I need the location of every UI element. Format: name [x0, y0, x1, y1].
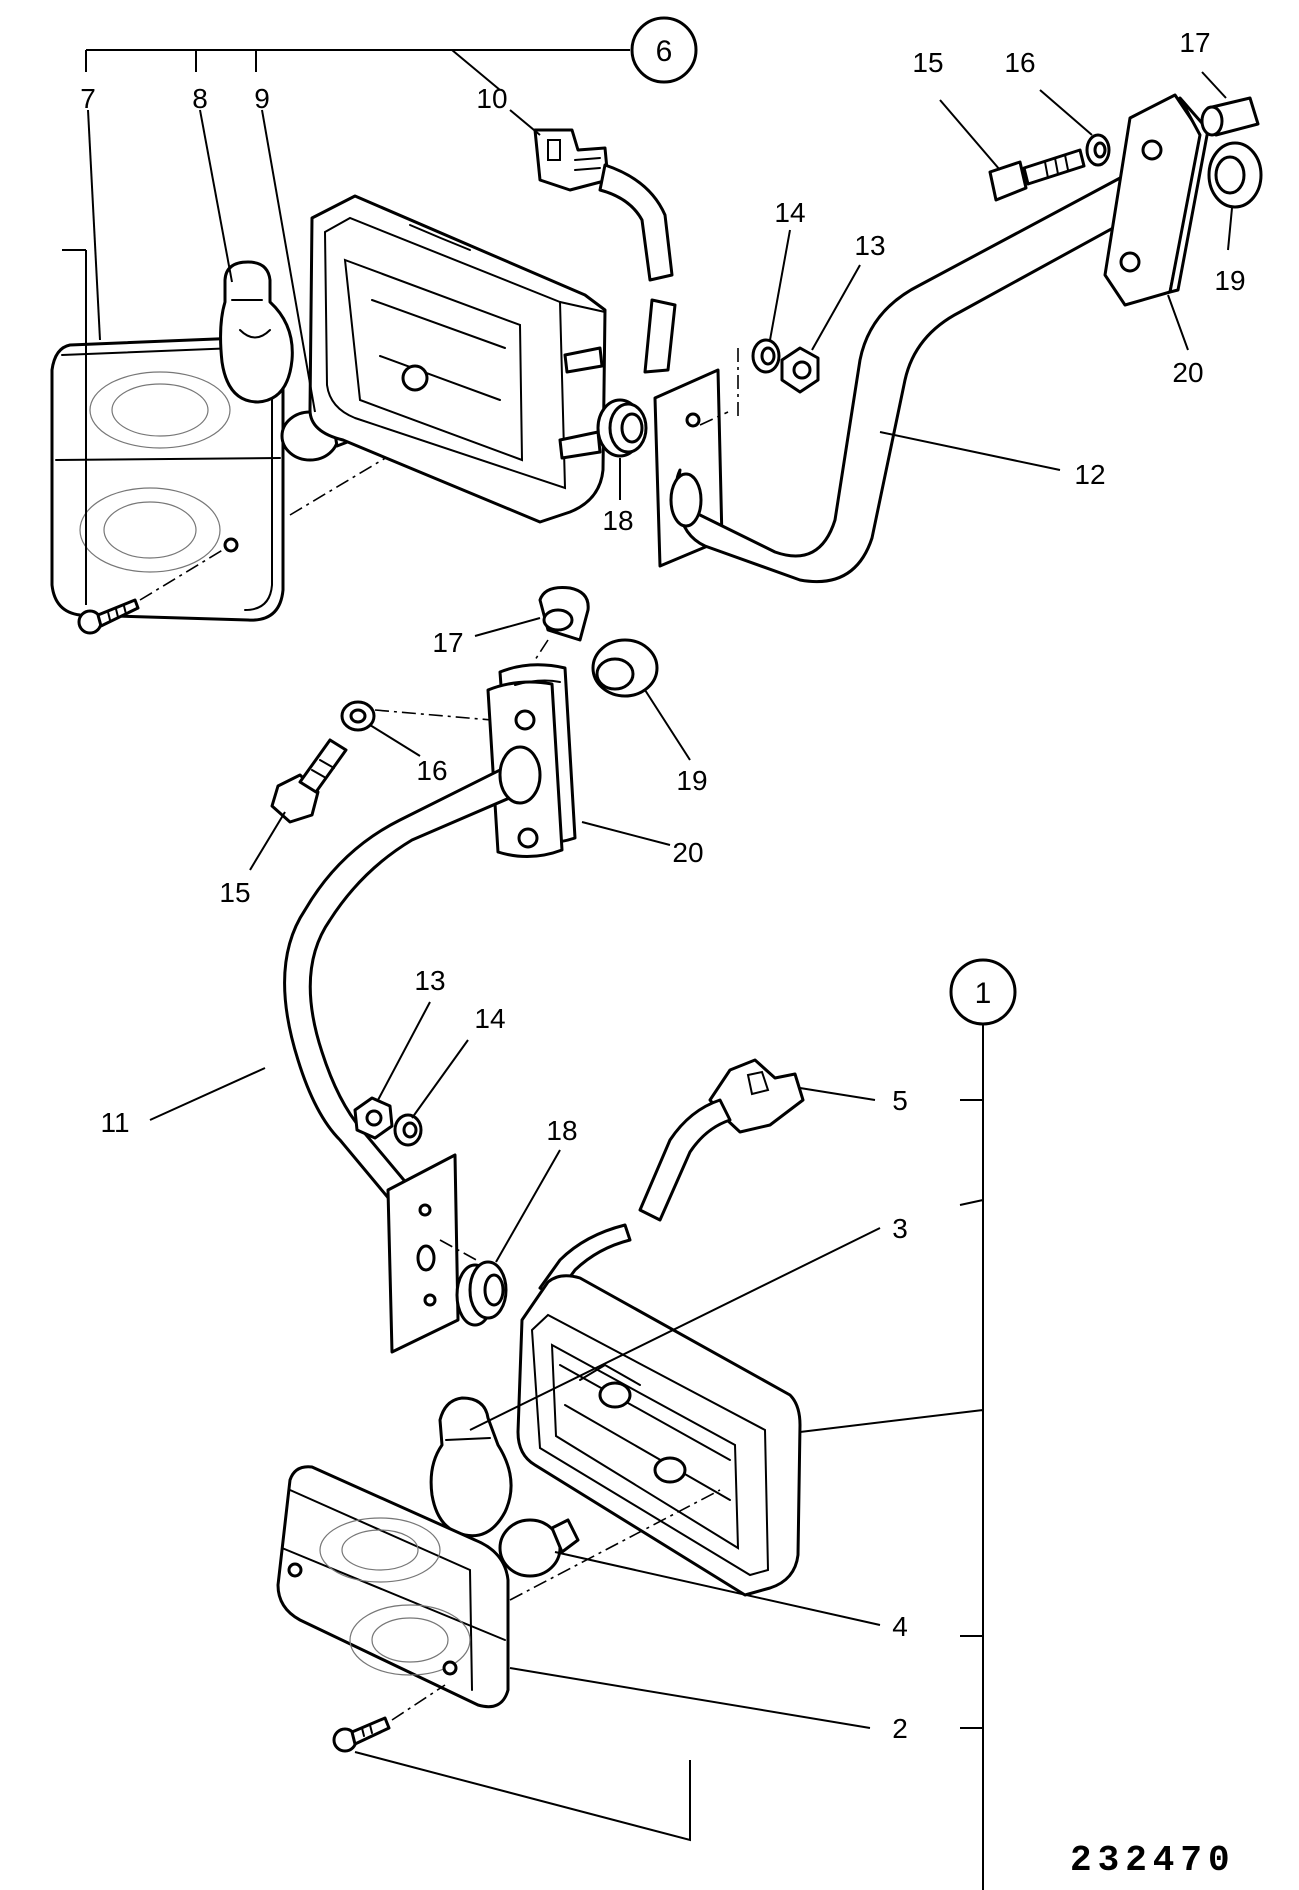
lower-tube-end — [498, 745, 542, 805]
lower-screw-axis — [391, 1684, 446, 1721]
leader-l2 — [354, 1667, 871, 1842]
upper-housing-studs — [558, 346, 604, 460]
label-u10: 10 — [476, 83, 507, 114]
leader-l15 — [249, 811, 286, 871]
label-l18: 18 — [546, 1115, 577, 1146]
label-u12: 12 — [1074, 459, 1105, 490]
upper-washer — [751, 338, 781, 374]
leader-l16 — [369, 724, 421, 757]
label-l17: 17 — [432, 627, 463, 658]
label-u16: 16 — [1004, 47, 1035, 78]
leader-u16 — [1039, 89, 1093, 136]
lower-bolt — [270, 738, 348, 824]
leader-u10 — [509, 109, 541, 136]
lower-spacer-axis — [534, 639, 549, 661]
label-u14: 14 — [774, 197, 805, 228]
label-l13: 13 — [414, 965, 445, 996]
label-u13: 13 — [854, 230, 885, 261]
leader-l14 — [411, 1039, 469, 1119]
leader-u20 — [1167, 294, 1189, 351]
leader-u19 — [1227, 207, 1233, 251]
lower-plate-axis — [439, 1239, 481, 1263]
upper-bracket — [1103, 93, 1210, 307]
leader-u7 — [87, 109, 101, 341]
upper-bolt-washer — [1085, 133, 1111, 167]
lower-stop-bulb — [429, 1396, 513, 1538]
callout-1-bracket — [799, 1024, 984, 1890]
leader-l4 — [554, 1551, 881, 1626]
leader-u9 — [261, 109, 316, 413]
upper-lens-screw — [77, 598, 140, 635]
label-l16: 16 — [416, 755, 447, 786]
label-u20: 20 — [1172, 357, 1203, 388]
leader-u8 — [199, 109, 233, 283]
upper-grommet — [596, 398, 648, 458]
label-l14: 14 — [474, 1003, 505, 1034]
lower-lens — [276, 1465, 510, 1709]
upper-plate-axis — [699, 348, 739, 426]
upper-connector — [533, 128, 677, 374]
upper-assembly: 6 — [50, 16, 1263, 635]
lower-lens-axis — [509, 1489, 721, 1601]
label-l5: 5 — [892, 1085, 908, 1116]
leader-l17 — [474, 617, 541, 637]
upper-screw-bracket — [62, 249, 87, 605]
label-u18: 18 — [602, 505, 633, 536]
upper-housing — [308, 194, 607, 524]
label-u9: 9 — [254, 83, 270, 114]
callout-6-number: 6 — [656, 35, 673, 68]
label-u15: 15 — [912, 47, 943, 78]
callout-1-number: 1 — [975, 977, 992, 1010]
label-l4: 4 — [892, 1611, 908, 1642]
label-u8: 8 — [192, 83, 208, 114]
lower-housing — [516, 1274, 802, 1597]
label-l15: 15 — [219, 877, 250, 908]
leader-u14 — [769, 229, 791, 341]
label-u19: 19 — [1214, 265, 1245, 296]
label-l20: 20 — [672, 837, 703, 868]
upper-tube — [675, 168, 1157, 584]
leader-l18 — [495, 1149, 561, 1263]
leader-l5 — [799, 1087, 876, 1101]
leader-l19 — [644, 689, 691, 761]
label-l11: 11 — [100, 1107, 129, 1138]
upper-bolt — [988, 148, 1086, 202]
upper-spacer — [1200, 96, 1260, 137]
lower-nut — [353, 1096, 394, 1140]
leader-l3 — [469, 1227, 881, 1431]
lower-bolt-washer — [340, 700, 376, 732]
lower-bracket-grommet — [591, 638, 659, 698]
upper-tube-end — [669, 472, 703, 528]
leader-u12 — [879, 431, 1061, 471]
lower-lens-screw — [332, 1716, 391, 1753]
leader-l20 — [581, 821, 671, 846]
callout-6-bracket — [85, 49, 630, 91]
upper-nut — [780, 346, 820, 394]
figure-number: 232470 — [1070, 1840, 1236, 1881]
leader-l11 — [149, 1067, 266, 1121]
label-l19: 19 — [676, 765, 707, 796]
upper-bracket-grommet — [1207, 141, 1263, 209]
lower-connector — [538, 1058, 805, 1298]
lower-washer — [393, 1113, 423, 1147]
lower-tail-bulb — [498, 1518, 580, 1578]
lower-spacer — [538, 586, 590, 642]
label-u17: 17 — [1179, 27, 1210, 58]
callout-6-circle — [630, 16, 698, 84]
leader-u15 — [939, 99, 1001, 171]
label-u7: 7 — [80, 83, 96, 114]
label-l2: 2 — [892, 1713, 908, 1744]
leader-l13 — [377, 1001, 431, 1101]
lower-grommet — [455, 1260, 508, 1327]
label-l3: 3 — [892, 1213, 908, 1244]
lower-assembly: 1 2 3 4 5 11 13 14 15 16 17 18 19 20 — [100, 586, 1017, 1890]
upper-screw-axis — [139, 547, 227, 601]
lower-mount-plate — [386, 1153, 460, 1354]
upper-stop-bulb — [219, 260, 294, 404]
leader-u13 — [811, 264, 861, 351]
leader-u17 — [1201, 71, 1227, 99]
upper-lens — [50, 336, 285, 622]
